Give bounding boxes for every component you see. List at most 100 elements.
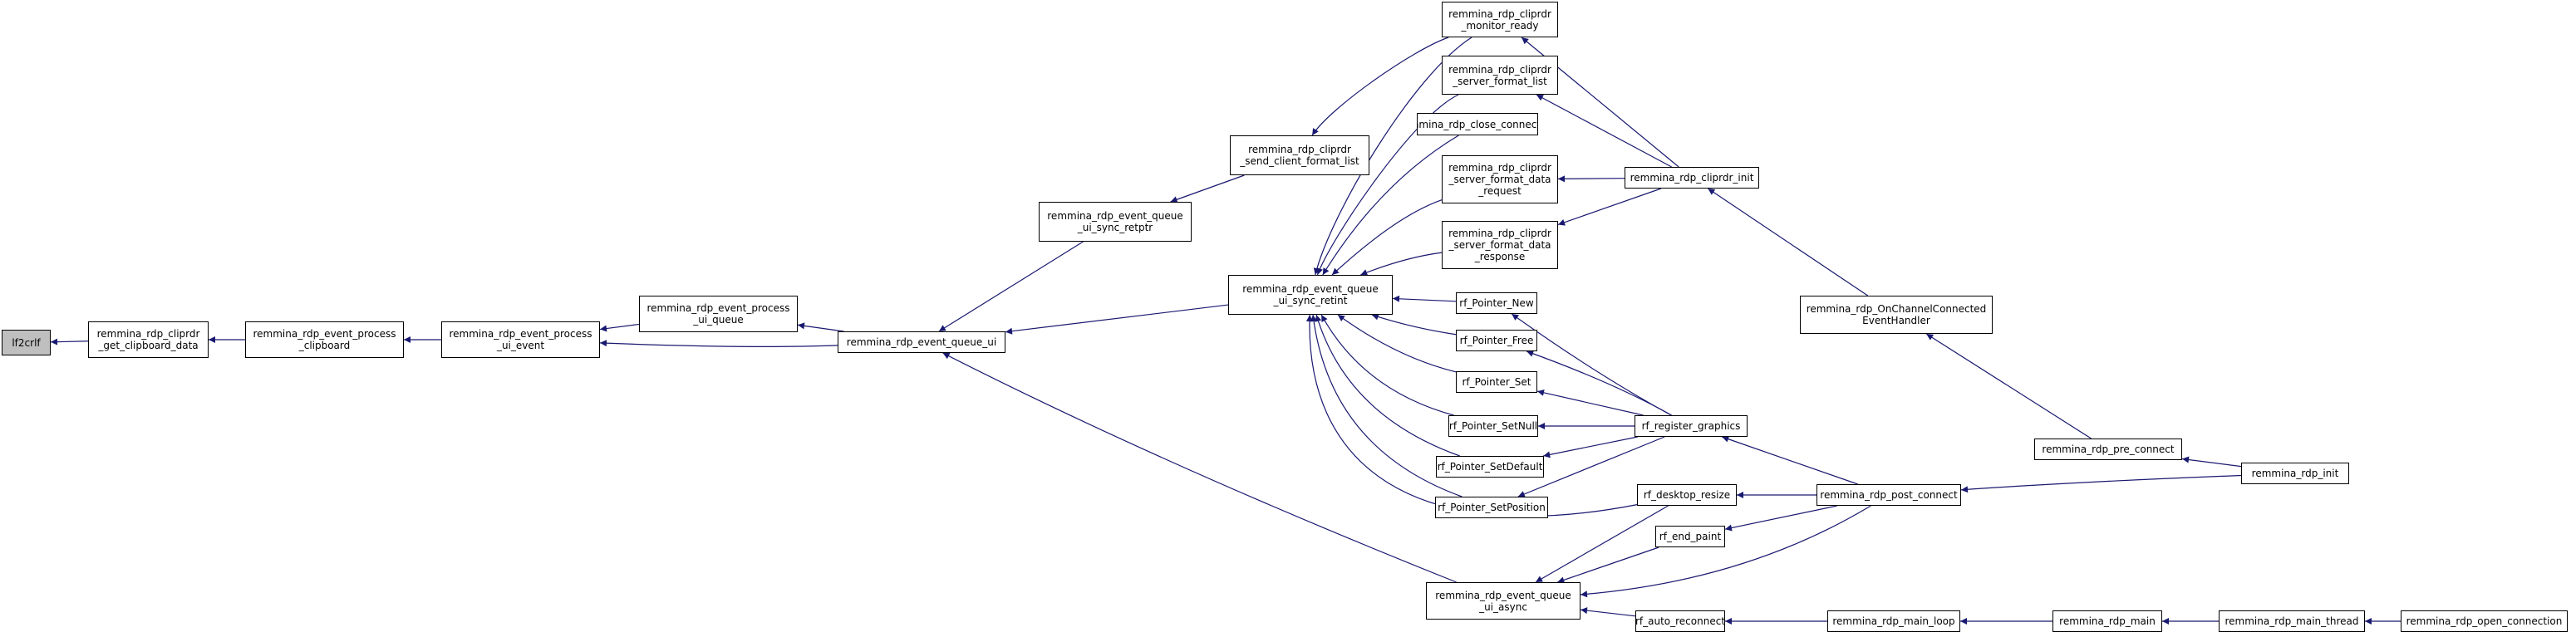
node-srv-fmt-resp[interactable]: remmina_rdp_cliprdr_server_format_data_r… [1442,221,1558,269]
edge-srv-fmt-list-to-sync-retint [1316,94,1459,276]
edge-post-connect-to-async [1580,505,1871,598]
node-label-line: _ui_async [1479,600,1527,613]
node-label-line: remmina_rdp_main [2059,615,2156,627]
node-proc-queue[interactable]: remmina_rdp_event_process_ui_queue [639,296,798,332]
node-label-line: rf_Pointer_SetNull [1448,420,1538,432]
node-label-line: remmina_rdp_event_queue_ui [846,336,997,348]
node-reg-graphics[interactable]: rf_register_graphics [1635,415,1748,437]
edge-cliprdr-init-to-srv-fmt-resp [1557,188,1662,226]
edge-srv-fmt-req-to-sync-retint [1331,199,1443,276]
node-label-line: _send_client_format_list [1240,155,1359,167]
edge-auto-reconnect-to-async [1580,607,1636,617]
edge-get-clip-to-lf2crlf [50,338,89,345]
node-label-line: _ui_sync_retptr [1077,222,1153,233]
node-label-line: remmina_rdp_cliprdr [1448,7,1551,20]
node-label-line: remmina_rdp_cliprdr_init [1630,172,1754,184]
node-p-setnull[interactable]: rf_Pointer_SetNull [1448,415,1538,437]
node-label-line: remmina_rdp_post_connect [1820,489,1958,501]
node-srv-fmt-list[interactable]: remmina_rdp_cliprdr_server_format_list [1442,56,1558,95]
node-label-line: remmina_rdp_main_thread [2225,615,2359,627]
node-get-clip[interactable]: remmina_rdp_cliprdr_get_clipboard_data [88,321,209,358]
node-post-connect[interactable]: remmina_rdp_post_connect [1816,484,1961,506]
node-label-line: remmina_rdp_cliprdr [1448,63,1551,76]
edge-reg-graphics-to-p-setpos [1517,436,1665,497]
node-rdp-main[interactable]: remmina_rdp_main [2052,610,2162,632]
edge-reg-graphics-to-p-set [1536,389,1644,416]
node-label-line: _ui_event [496,340,545,351]
node-monitor[interactable]: remmina_rdp_cliprdr_monitor_ready [1442,2,1558,37]
node-label-line: remmina_rdp_pre_connect [2042,443,2175,455]
node-label-line: _ui_queue [693,314,744,326]
node-p-setdefault[interactable]: rf_Pointer_SetDefault [1436,456,1544,478]
node-proc-ui[interactable]: remmina_rdp_event_process_ui_event [441,321,600,358]
node-label-line: _ui_sync_retint [1273,295,1348,306]
edge-post-connect-to-reg-graphics [1722,435,1858,485]
node-p-setpos[interactable]: rf_Pointer_SetPosition [1435,497,1548,518]
node-label-line: remmina_rdp_event_queue [1242,283,1379,295]
node-async[interactable]: remmina_rdp_event_queue_ui_async [1426,582,1581,620]
node-label-line: _request [1478,185,1522,197]
edge-p-setdefault-to-sync-retint [1315,314,1460,457]
node-sync-retptr[interactable]: remmina_rdp_event_queue_ui_sync_retptr [1039,202,1192,242]
node-p-new[interactable]: rf_Pointer_New [1456,292,1537,314]
node-label-line: _response [1474,251,1526,262]
node-pre-connect[interactable]: remmina_rdp_pre_connect [2034,439,2182,460]
node-desk-resize[interactable]: rf_desktop_resize [1637,484,1737,506]
node-label-line: remmina_rdp_open_connection [2406,615,2563,627]
node-label-line: remmina_rdp_event_process [253,328,396,340]
edge-p-free-to-sync-retint [1371,313,1457,336]
edge-p-setnull-to-sync-retint [1320,314,1454,416]
node-label-line: _clipboard [298,340,351,351]
node-p-free[interactable]: rf_Pointer_Free [1456,330,1537,351]
node-label-line: remmina_rdp_init [2251,468,2339,479]
edge-send-fmt-to-sync-retptr [1170,174,1245,203]
edge-reg-graphics-to-p-free [1526,350,1672,416]
edge-end-paint-to-async [1557,546,1659,584]
edge-rdp-init-to-post-connect [1960,474,2242,493]
node-end-paint[interactable]: rf_end_paint [1655,526,1725,547]
edge-srv-fmt-resp-to-sync-retint [1360,252,1443,276]
node-label-line: rf_desktop_resize [1643,489,1731,501]
node-label-line: lf2crlf [12,336,41,349]
node-label-line: _monitor_ready [1461,19,1539,32]
edge-desk-resize-to-sync-retint [1305,314,1638,517]
node-label-line: remmina_rdp_cliprdr [96,328,200,340]
node-label-line: _get_clipboard_data [98,340,199,351]
node-open-conn[interactable]: remmina_rdp_open_connection [2401,610,2568,632]
node-cliprdr-init[interactable]: remmina_rdp_cliprdr_init [1625,167,1759,189]
edge-reg-graphics-to-p-setdefault [1543,436,1638,458]
node-label-line: _server_format_list [1453,75,1547,87]
node-main-thread[interactable]: remmina_rdp_main_thread [2219,610,2365,632]
edge-post-connect-to-end-paint [1724,505,1837,532]
node-label-line: rf_Pointer_Free [1459,335,1534,346]
node-label-line: rf_Pointer_SetPosition [1438,502,1546,513]
edge-queue-ui-to-proc-ui [599,340,838,347]
node-auto-reconnect[interactable]: rf_auto_reconnect [1635,610,1725,632]
node-label-line: remmina_rdp_cliprdr [1248,144,1351,155]
node-main-loop[interactable]: remmina_rdp_main_loop [1827,610,1960,632]
node-label-line: remmina_rdp_event_process [646,302,790,314]
node-label-line: remmina_rdp_OnChannelConnected [1806,303,1987,315]
node-p-set[interactable]: rf_Pointer_Set [1456,371,1537,393]
edge-proc-queue-to-proc-ui [599,323,640,332]
node-close-conn[interactable]: remmina_rdp_close_connection [1417,113,1538,135]
node-send-fmt[interactable]: remmina_rdp_cliprdr_send_client_format_l… [1230,135,1369,175]
node-srv-fmt-req[interactable]: remmina_rdp_cliprdr_server_format_data_r… [1442,155,1558,203]
edge-queue-ui-to-proc-queue [797,322,844,332]
node-queue-ui[interactable]: remmina_rdp_event_queue_ui [838,331,1005,353]
edge-p-setpos-to-sync-retint [1310,314,1463,497]
node-sync-retint[interactable]: remmina_rdp_event_queue_ui_sync_retint [1228,275,1393,315]
edge-p-new-to-sync-retint [1392,295,1457,302]
edge-sync-retint-to-queue-ui [1005,304,1229,335]
node-label-line: _server_format_data [1448,239,1551,251]
edge-pre-connect-to-on-channel [1925,333,2092,439]
node-proc-clip[interactable]: remmina_rdp_event_process_clipboard [245,321,404,358]
edge-p-set-to-sync-retint [1337,314,1457,373]
node-rdp-init[interactable]: remmina_rdp_init [2241,463,2349,484]
node-label-line: remmina_rdp_cliprdr [1448,162,1551,174]
node-label-line: rf_Pointer_New [1459,297,1534,309]
node-label-line: rf_register_graphics [1641,420,1741,432]
node-label-line: rf_Pointer_Set [1462,376,1531,388]
